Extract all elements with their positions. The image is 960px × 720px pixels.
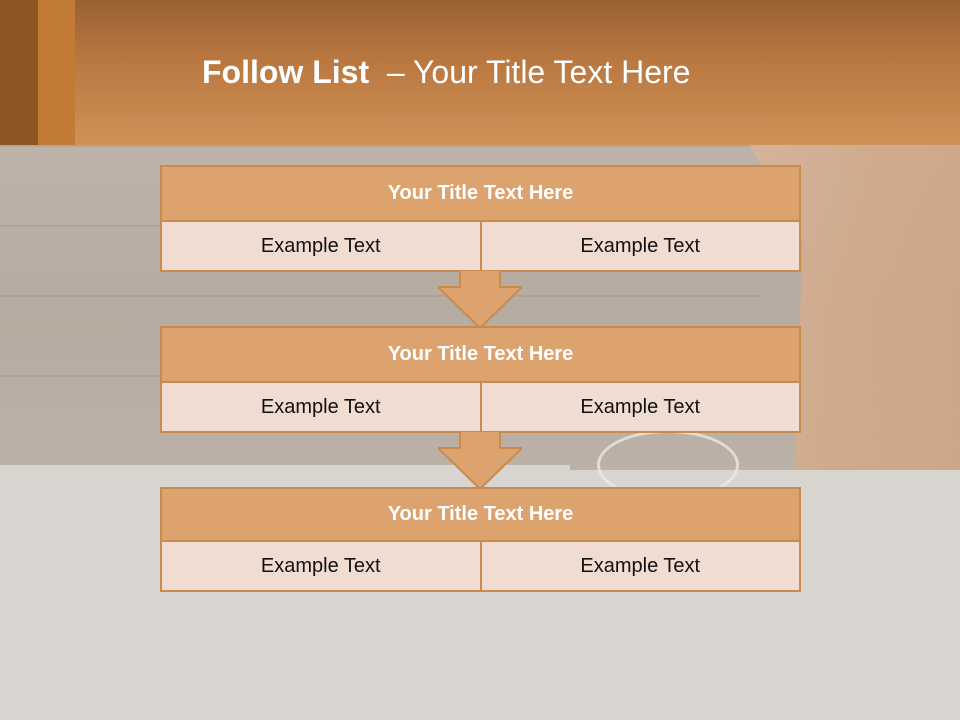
list-block-3: Your Title Text Here Example Text Exampl… [160, 487, 801, 592]
list-block-cell-left: Example Text [260, 234, 381, 257]
slide-title-bold: Follow List [202, 54, 370, 90]
list-block-cell-right: Example Text [479, 542, 800, 590]
slide-title: Follow List – Your Title Text Here [202, 54, 690, 98]
wood-plank-line [0, 145, 760, 147]
down-arrow-icon [438, 270, 522, 330]
list-block-heading: Your Title Text Here [160, 487, 801, 542]
list-block-cell-left: Example Text [260, 395, 381, 418]
list-block-row: Example Text Example Text [160, 542, 801, 592]
list-block-row: Example Text Example Text [160, 383, 801, 433]
header-accent-dark [0, 0, 38, 145]
header-band: Follow List – Your Title Text Here [0, 0, 960, 145]
list-block-cell-right: Example Text [479, 383, 800, 431]
slide-title-rest: – Your Title Text Here [386, 54, 691, 90]
list-block-row: Example Text Example Text [160, 222, 801, 272]
down-arrow-icon [438, 431, 522, 491]
photo-lower-edge [0, 465, 570, 470]
list-block-heading: Your Title Text Here [160, 326, 801, 383]
list-block-2: Your Title Text Here Example Text Exampl… [160, 326, 801, 433]
header-accent-light [38, 0, 75, 145]
list-block-1: Your Title Text Here Example Text Exampl… [160, 165, 801, 272]
wood-plank-line [0, 295, 760, 297]
list-block-cell-right: Example Text [479, 222, 800, 270]
list-block-cell-left: Example Text [260, 554, 381, 577]
list-block-heading: Your Title Text Here [160, 165, 801, 222]
